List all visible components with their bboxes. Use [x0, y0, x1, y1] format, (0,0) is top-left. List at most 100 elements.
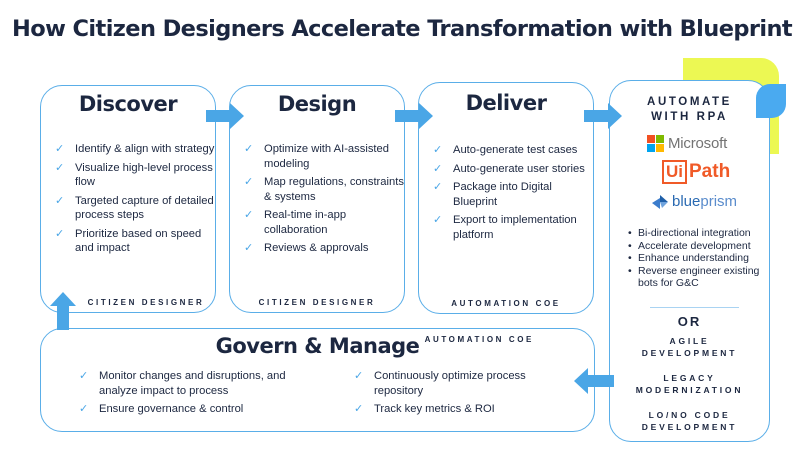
- list-item: Enhance understanding: [628, 252, 773, 265]
- role-label: CITIZEN DESIGNER: [258, 298, 376, 307]
- or-label: OR: [677, 314, 702, 329]
- list-item-text: Visualize high-level process flow: [75, 161, 213, 189]
- alternative-option: LO/NO CODE DEVELOPMENT: [610, 409, 769, 433]
- list-item: ✓ Monitor changes and disruptions, and an…: [79, 369, 319, 398]
- checkmark-icon: ✓: [79, 370, 89, 382]
- checkmark-icon: ✓: [244, 242, 254, 254]
- uipath-logo: Ui Path: [662, 160, 730, 184]
- alternative-option: LEGACY MODERNIZATION: [610, 372, 769, 396]
- list-item-text: Optimize with AI-assisted modeling: [264, 143, 389, 170]
- govern-checklist-right: ✓ Continuously optimize process repositor…: [354, 369, 554, 421]
- arrow-up-icon: [50, 292, 76, 330]
- list-item: ✓ Ensure governance & control: [79, 402, 319, 417]
- list-item-text: Ensure governance & control: [99, 403, 244, 415]
- arrow-left-icon: [574, 368, 614, 394]
- list-item: ✓ Track key metrics & ROI: [354, 402, 554, 417]
- checkmark-icon: ✓: [55, 227, 65, 240]
- list-item: ✓ Auto-generate test cases: [433, 143, 593, 158]
- automate-title-line1: AUTOMATE: [647, 96, 732, 108]
- stage-title: Discover: [78, 92, 178, 116]
- checkmark-icon: ✓: [354, 370, 364, 382]
- role-label: CITIZEN DESIGNER: [87, 298, 205, 307]
- checkmark-icon: ✓: [55, 194, 65, 207]
- list-item-text: Package into Digital Blueprint: [453, 181, 552, 208]
- list-item-text: Targeted capture of detailed process ste…: [75, 194, 214, 222]
- list-item-text: Identify & align with strategy: [75, 143, 215, 155]
- list-item: ✓ Continuously optimize process repositor…: [354, 369, 554, 398]
- automate-title: AUTOMATE WITH RPA: [610, 95, 769, 125]
- automate-title-line2: WITH RPA: [651, 111, 728, 123]
- list-item: ✓ Export to implementation platform: [433, 213, 593, 242]
- list-item: Reverse engineer existing bots for G&C: [628, 265, 773, 290]
- list-item: Accelerate development: [628, 240, 773, 253]
- automate-bullets: Bi-directional integration Accelerate de…: [628, 227, 773, 290]
- microsoft-logo: Microsoft: [647, 135, 727, 152]
- alternative-line2: MODERNIZATION: [635, 385, 744, 395]
- blueprism-wordmark-b: prism: [700, 193, 738, 210]
- list-item: ✓ Auto-generate user stories: [433, 162, 593, 177]
- list-item-text: Prioritize based on speed and impact: [75, 227, 202, 255]
- list-item-text: Continuously optimize process repository: [374, 370, 526, 397]
- list-item: ✓ Prioritize based on speed and impact: [55, 227, 215, 256]
- stage-card-deliver: Deliver ✓ Auto-generate test cases ✓ Auto-…: [418, 82, 594, 314]
- automate-panel: AUTOMATE WITH RPA Microsoft Ui Path blue…: [609, 80, 770, 442]
- list-item-text: Real-time in-app collaboration: [264, 209, 347, 236]
- checkmark-icon: ✓: [244, 143, 254, 155]
- stage-card-govern: Govern & Manage AUTOMATION COE ✓ Monitor …: [40, 328, 595, 432]
- alternative-line1: AGILE: [669, 336, 710, 346]
- list-item-text: Map regulations, constraints & systems: [264, 176, 404, 203]
- list-item: ✓ Optimize with AI-assisted modeling: [244, 142, 404, 171]
- checkmark-icon: ✓: [433, 181, 443, 193]
- decorative-blue-shape: [756, 84, 786, 118]
- blueprism-icon: [652, 194, 668, 209]
- stage-title: Deliver: [465, 91, 547, 115]
- role-label: AUTOMATION COE: [424, 335, 534, 344]
- checkmark-icon: ✓: [433, 144, 443, 156]
- alternative-line1: LO/NO CODE: [648, 410, 731, 420]
- microsoft-wordmark: Microsoft: [668, 135, 728, 152]
- list-item-text: Export to implementation platform: [453, 214, 577, 241]
- list-item-text: Reviews & approvals: [264, 242, 369, 254]
- stage-card-discover: Discover ✓ Identify & align with strategy…: [40, 85, 216, 313]
- list-item: ✓ Reviews & approvals: [244, 241, 404, 256]
- checkmark-icon: ✓: [55, 143, 65, 155]
- uipath-ui-mark: Ui: [662, 160, 687, 184]
- checkmark-icon: ✓: [354, 403, 364, 415]
- alternative-option: AGILE DEVELOPMENT: [610, 335, 769, 359]
- list-item-text: Auto-generate test cases: [453, 144, 578, 156]
- blueprism-wordmark: blueprism: [672, 193, 737, 210]
- stage-checklist: ✓ Auto-generate test cases ✓ Auto-generate…: [433, 143, 593, 246]
- list-item: ✓ Targeted capture of detailed process st…: [55, 194, 215, 223]
- stage-checklist: ✓ Optimize with AI-assisted modeling ✓ Map…: [244, 142, 404, 260]
- list-item-text: Monitor changes and disruptions, and ana…: [99, 370, 286, 397]
- list-item-text: Track key metrics & ROI: [374, 403, 495, 415]
- uipath-wordmark: Path: [689, 161, 731, 182]
- list-item: ✓ Package into Digital Blueprint: [433, 180, 593, 209]
- page-title: How Citizen Designers Accelerate Transfo…: [12, 16, 793, 42]
- list-item: ✓ Map regulations, constraints & systems: [244, 175, 404, 204]
- alternative-line2: DEVELOPMENT: [641, 348, 738, 358]
- list-item-text: Auto-generate user stories: [453, 162, 585, 175]
- checkmark-icon: ✓: [433, 162, 443, 175]
- checkmark-icon: ✓: [244, 209, 254, 221]
- list-item: Bi-directional integration: [628, 227, 773, 240]
- microsoft-grid-icon: [647, 135, 664, 152]
- arrow-right-icon: [584, 103, 622, 129]
- checkmark-icon: ✓: [55, 161, 65, 174]
- list-item: ✓ Real-time in-app collaboration: [244, 208, 404, 237]
- checkmark-icon: ✓: [433, 214, 443, 226]
- arrow-right-icon: [395, 103, 433, 129]
- list-item: ✓ Identify & align with strategy: [55, 142, 215, 157]
- stage-card-design: Design ✓ Optimize with AI-assisted modeli…: [229, 85, 405, 313]
- list-item: ✓ Visualize high-level process flow: [55, 161, 215, 190]
- checkmark-icon: ✓: [79, 403, 89, 415]
- stage-title: Govern & Manage: [215, 334, 420, 358]
- alternative-line2: DEVELOPMENT: [641, 422, 738, 432]
- role-label: AUTOMATION COE: [451, 299, 561, 308]
- blueprism-logo: blueprism: [652, 193, 737, 210]
- arrow-right-icon: [206, 103, 244, 129]
- stage-title: Design: [277, 92, 357, 116]
- alternative-line1: LEGACY: [663, 373, 716, 383]
- divider: [650, 307, 739, 308]
- checkmark-icon: ✓: [244, 176, 254, 188]
